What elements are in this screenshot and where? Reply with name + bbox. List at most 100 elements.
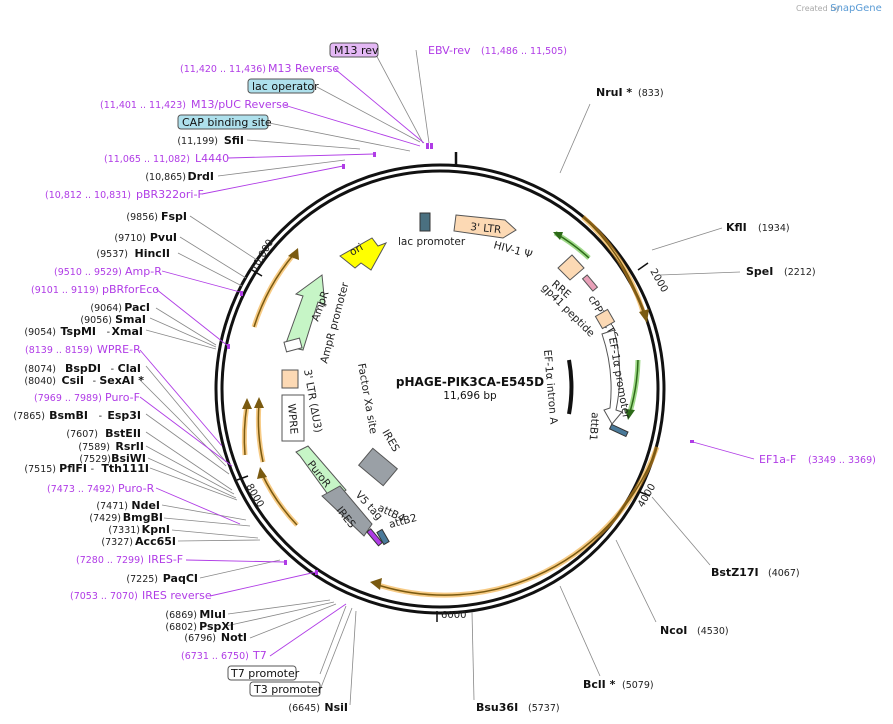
orf-arrow-1-core: [582, 216, 645, 316]
primer-ef1a-f: EF1a-F: [759, 453, 796, 466]
enzyme-spei: SpeI: [746, 265, 773, 278]
enzyme-pvui-coord: (9710): [114, 233, 146, 244]
enzyme-tth111i: Tth111I: [101, 462, 149, 475]
enzyme-drdi: DrdI: [187, 170, 214, 183]
feature-attb1-shape: [608, 423, 629, 438]
green-arrows: [553, 230, 641, 420]
primer-m13-puc-reverse: M13/pUC Reverse: [191, 98, 289, 111]
feature-puror-shape: [295, 445, 347, 501]
enzyme-nrui: NruI *: [596, 86, 632, 99]
enzyme-esp3i-sep: -: [99, 411, 102, 422]
feature-rre-shape: [557, 254, 585, 281]
enzyme-kpni: KpnI: [142, 523, 170, 536]
enzyme-labels-right: NruI * (833) KflI (1934) SpeI (2212) Bst…: [476, 86, 816, 714]
green-arrow-2: [627, 359, 641, 413]
primer-m13-puc-reverse-coord: (11,401 .. 11,423): [100, 100, 186, 111]
primer-mark: [284, 560, 287, 565]
t7-promoter-label: T7 promoter: [230, 667, 300, 680]
watermark-brand: SnapGene: [830, 3, 882, 14]
orf-arrow-6-head: [257, 467, 267, 479]
enzyme-pspxi: PspXI: [199, 620, 234, 633]
enzyme-bsmbi: BsmBI: [49, 409, 88, 422]
tick-10000: [251, 269, 263, 277]
enzyme-rsrii-coord: (7589): [78, 442, 110, 453]
primer-amp-r-coord: (9510 .. 9529): [54, 267, 122, 278]
orf-arrow-4-head: [242, 398, 252, 409]
plasmid-name: pHAGE-PIK3CA-E545D: [396, 375, 544, 389]
cap-site-box: [177, 114, 269, 130]
feature-ampr-promoter-shape: [283, 337, 303, 353]
primer-pbrforeco: pBRforEco: [102, 283, 159, 296]
boxed-labels: M13 rev lac operator CAP binding site T7…: [177, 42, 379, 697]
enzyme-pvui: PvuI: [150, 231, 177, 244]
primer-mark: [373, 152, 376, 157]
backbone: [214, 163, 666, 615]
primer-pbr322ori-f-coord: (10,812 .. 10,831): [45, 190, 131, 201]
enzyme-fspi-coord: (9856): [126, 212, 158, 223]
primer-ef1a-f-coord: (3349 .. 3369): [808, 455, 876, 466]
primer-ebv-rev-coord: (11,486 .. 11,505): [481, 46, 567, 57]
enzyme-drdi-coord: (10,865): [145, 172, 186, 183]
enzyme-tth111i-sep: -: [91, 464, 94, 475]
enzyme-sexai-sep: -: [93, 376, 96, 387]
orf-arrow-2-core: [377, 446, 658, 596]
enzyme-bsteii: BstEII: [105, 427, 141, 440]
enzyme-bstz17i: BstZ17I: [711, 566, 759, 579]
feature-ori-shape: [339, 237, 388, 271]
feature-wpre-label: WPRE: [285, 403, 300, 435]
feature-gp41-shape: [581, 274, 599, 292]
enzyme-esp3i: Esp3I: [107, 409, 141, 422]
orf-arrow-2: [377, 446, 660, 598]
primer-mark: [240, 291, 243, 296]
primer-puro-r: Puro-R: [118, 482, 155, 495]
primer-l4440-coord: (11,065 .. 11,082): [104, 154, 190, 165]
enzyme-csii-coord: (8040): [24, 376, 56, 387]
primer-mark: [342, 164, 345, 169]
green-arrow-2-head: [625, 409, 635, 420]
enzyme-paqci-coord: (7225): [126, 574, 158, 585]
feature-factor-xa-label: Factor Xa site: [355, 362, 379, 434]
orf-arrow-3-core: [253, 253, 295, 328]
primer-ires-reverse-coord: (7053 .. 7070): [70, 591, 138, 602]
enzyme-bsiwi-coord: (7529): [79, 454, 111, 465]
enzyme-labels-left: SfiI (11,199) DrdI (10,865) FspI (9856) …: [13, 134, 348, 714]
enzyme-paci: PacI: [124, 301, 150, 314]
primer-mark: [430, 143, 433, 149]
enzyme-ndei-coord: (7471): [96, 501, 128, 512]
enzyme-acc65i-coord: (7327): [101, 537, 133, 548]
feature-3ltr-du3-shape: [281, 369, 299, 389]
enzyme-bspdi-coord: (8074): [24, 364, 56, 375]
enzyme-pspxi-coord: (6802): [165, 622, 197, 633]
lac-operator-box: [247, 78, 315, 94]
enzyme-bstz17i-coord: (4067): [768, 568, 800, 579]
feature-ires-inner-label: IRES: [379, 428, 401, 455]
enzyme-kfli-coord: (1934): [758, 223, 790, 234]
watermark-prefix: Created by: [796, 4, 840, 13]
orf-arrow-5-head: [254, 397, 264, 408]
enzyme-sfii-coord: (11,199): [177, 136, 218, 147]
feature-wpre-shape: [281, 394, 305, 442]
primer-ires-f: IRES-F: [148, 553, 183, 566]
tick-label-2000: 2000: [647, 267, 669, 295]
enzyme-xmai: XmaI: [112, 325, 143, 338]
tick-8000: [236, 475, 249, 481]
primer-ires-f-coord: (7280 .. 7299): [76, 555, 144, 566]
feature-attb-shape: [376, 528, 390, 546]
enzyme-bsmbi-coord: (7865): [13, 411, 45, 422]
enzyme-clai: ClaI: [118, 362, 141, 375]
feature-3ltr-label: 3' LTR: [470, 221, 502, 236]
enzyme-nrui-coord: (833): [638, 88, 664, 99]
primer-puro-f: Puro-F: [105, 391, 140, 404]
primer-m13-reverse-coord: (11,420 .. 11,436): [180, 64, 266, 75]
m13rev-box: [329, 42, 379, 58]
enzyme-ncoi: NcoI: [660, 624, 687, 637]
lac-operator-label: lac operator: [252, 80, 319, 93]
enzyme-hincii-coord: (9537): [96, 249, 128, 260]
feature-ef1a-intron-shape: [567, 359, 574, 415]
feature-attb1-label: attB1: [587, 412, 601, 441]
feature-ampr-shape: [284, 274, 326, 351]
enzyme-sexai: SexAI *: [99, 374, 144, 387]
t3-promoter-label: T3 promoter: [253, 683, 323, 696]
primer-wpre-r: WPRE-R: [97, 343, 141, 356]
enzyme-hincii: HincII: [134, 247, 170, 260]
